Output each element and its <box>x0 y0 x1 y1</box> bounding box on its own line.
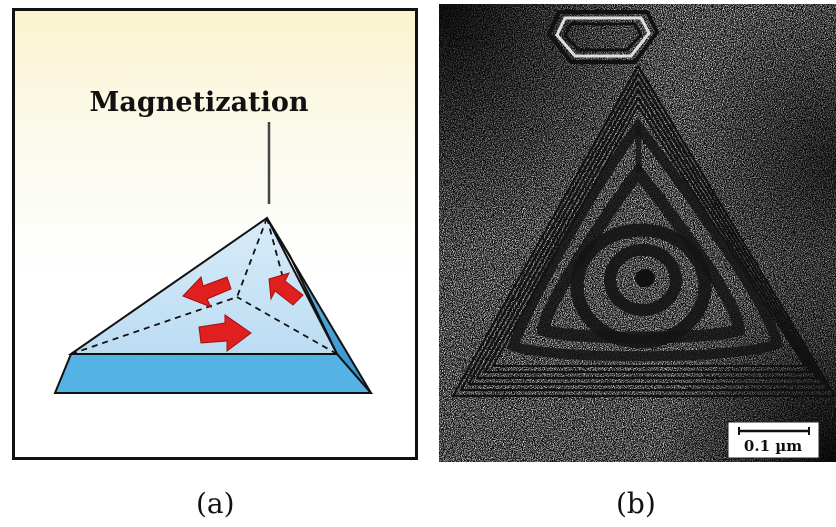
caption-a: (a) <box>196 487 235 520</box>
micrograph-image: 0.1 µm <box>439 4 836 462</box>
interference-fringes <box>506 117 783 362</box>
panel-a-schematic: Magnetization <box>12 8 418 460</box>
scale-bar-label: 0.1 µm <box>744 437 802 455</box>
magnetization-label: Magnetization <box>90 87 309 118</box>
prism-diagram: Magnetization <box>53 87 374 394</box>
magnetization-arrows <box>182 272 304 352</box>
arrow-left <box>182 275 232 308</box>
scale-bar: 0.1 µm <box>727 421 820 459</box>
arrow-top <box>268 272 304 306</box>
prism-front-face <box>53 353 374 394</box>
panel-b-micrograph: 0.1 µm <box>439 4 836 462</box>
hexagon-particle <box>546 10 660 64</box>
caption-b: (b) <box>616 487 656 520</box>
arrow-bottom <box>198 314 252 352</box>
